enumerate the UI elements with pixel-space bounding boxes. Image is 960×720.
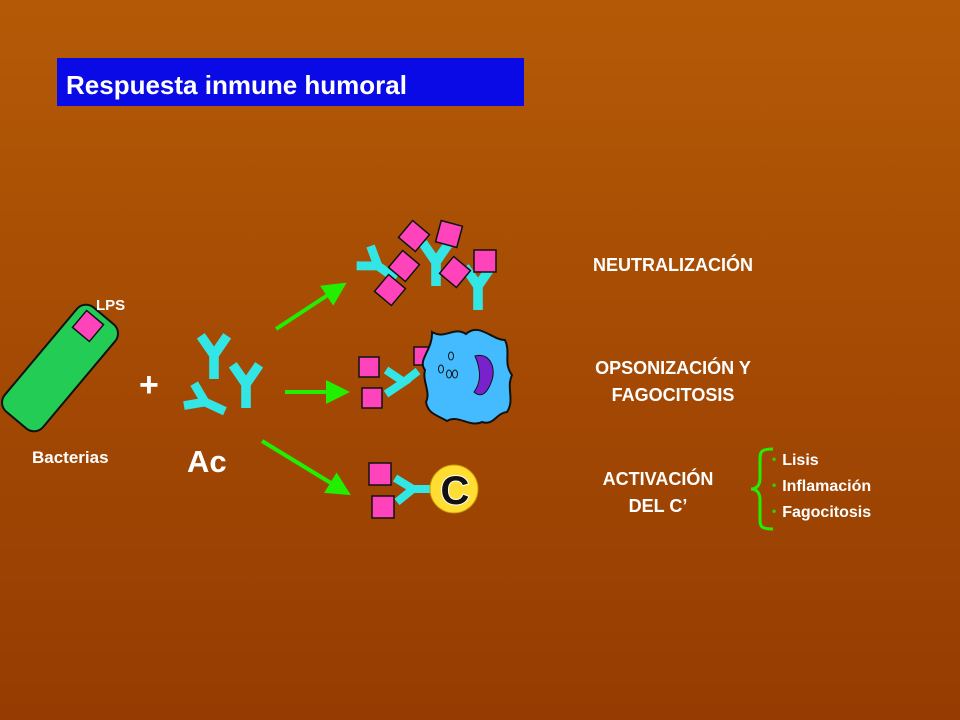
ac-label: Ac: [187, 444, 227, 479]
arrow-neutralization: [274, 282, 347, 331]
complement-complex: C: [368, 462, 479, 519]
free-antibodies: [184, 336, 259, 422]
lps-label: LPS: [96, 297, 126, 314]
neutralization-label: NEUTRALIZACIÓN: [560, 252, 786, 279]
bacterias-label: Bacterias: [32, 448, 109, 467]
list-item: • Fagocitosis: [772, 504, 871, 530]
opsonization-label: OPSONIZACIÓN Y FAGOCITOSIS: [560, 355, 786, 409]
macrophage: [421, 328, 514, 425]
opsonization-line-2: FAGOCITOSIS: [611, 385, 735, 405]
bacterium: [1, 303, 119, 433]
bullet-icon: •: [772, 478, 777, 492]
effect-label: Lisis: [782, 452, 819, 469]
neutralization-text: NEUTRALIZACIÓN: [593, 255, 753, 275]
arrow-activation: [260, 439, 351, 496]
list-item: • Inflamación: [772, 478, 871, 504]
complement-label: C: [441, 469, 470, 513]
neutralization-complex: [357, 219, 497, 310]
activation-effects-list: • Lisis • Inflamación • Fagocitosis: [772, 452, 871, 530]
page-title: Respuesta inmune humoral: [66, 70, 407, 100]
bullet-icon: •: [772, 504, 777, 518]
complement-circle: [429, 464, 479, 514]
activation-label: ACTIVACIÓN DEL C’: [556, 466, 760, 520]
effects-bracket: [750, 447, 774, 531]
macrophage-nucleus: [473, 354, 494, 396]
activation-line-2: DEL C’: [628, 496, 688, 516]
lps-antigen: [71, 309, 105, 343]
bullet-icon: •: [772, 452, 777, 466]
effect-label: Inflamación: [782, 478, 872, 495]
opsonization-line-1: OPSONIZACIÓN Y: [595, 358, 751, 378]
plus-sign: +: [139, 366, 159, 404]
list-item: • Lisis: [772, 452, 871, 478]
title-banner: Respuesta inmune humoral: [57, 58, 524, 106]
opsonization-complex: [358, 328, 514, 425]
effect-label: Fagocitosis: [782, 504, 872, 521]
activation-line-1: ACTIVACIÓN: [602, 469, 714, 489]
